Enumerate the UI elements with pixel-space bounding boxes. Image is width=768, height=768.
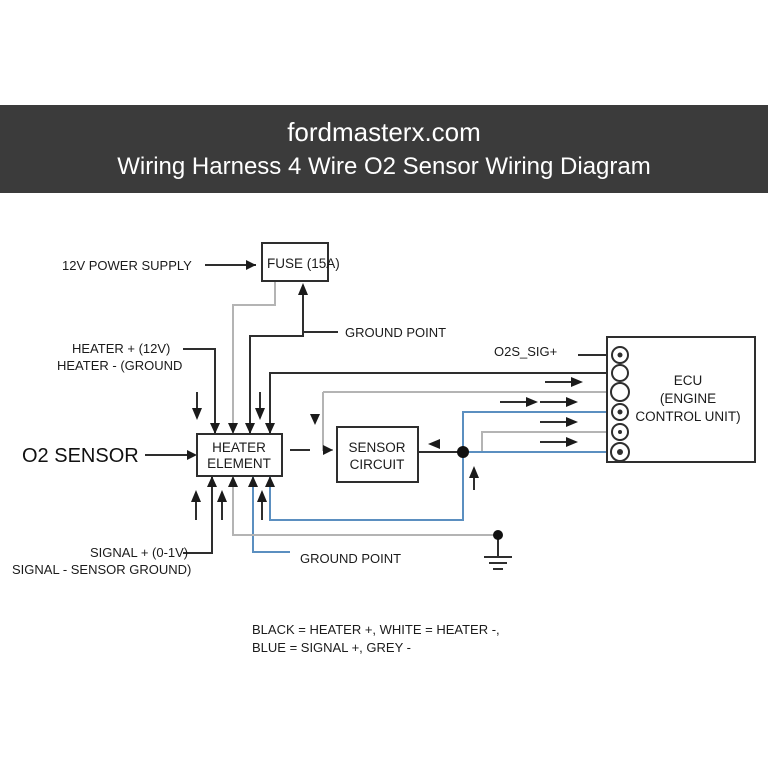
ecu-terminal-3[interactable] xyxy=(610,382,630,402)
wire-grey-to-ground-bus xyxy=(232,476,498,536)
ecu-label-line2: (ENGINE xyxy=(660,391,716,406)
arrow-black-up-into-heater xyxy=(207,476,217,487)
wire-grey-into-sensor-circuit xyxy=(322,392,333,451)
wire-heater-to-ecu-terminal2 xyxy=(269,372,607,434)
arrow-blue-up-into-heater xyxy=(265,476,275,487)
title-banner: fordmasterx.com Wiring Harness 4 Wire O2… xyxy=(0,105,768,193)
ecu-label-line1: ECU xyxy=(674,373,703,388)
ecu-box[interactable] xyxy=(606,336,756,463)
heater-element-label-line1: HEATER xyxy=(212,440,266,455)
label-heater-minus: HEATER - (GROUND xyxy=(57,358,182,373)
arrow-free-down-1 xyxy=(192,408,202,420)
label-ground-point-top: GROUND POINT xyxy=(345,325,446,340)
arrow-to-ecu-terminal4-tip xyxy=(566,397,578,407)
fuse-box[interactable] xyxy=(261,242,329,282)
sensor-circuit-label-line2: CIRCUIT xyxy=(350,457,405,472)
arrow-up-to-junction xyxy=(469,466,479,478)
arrow-heater-plus-into-heater xyxy=(210,423,220,434)
wire-heater-plus-lead xyxy=(183,348,216,434)
fuse-label: FUSE (15A) xyxy=(267,256,340,271)
arrow-to-ecu-terminal2 xyxy=(571,377,583,387)
arrow-back-to-sensor-circuit xyxy=(428,439,440,449)
wire-blue-ground-point-lead xyxy=(252,476,290,553)
wire-black-ground-to-heater xyxy=(249,332,304,434)
ecu-terminal-1-dot xyxy=(617,352,623,358)
arrow-white-into-heater xyxy=(228,423,238,434)
ecu-terminal-5-dot xyxy=(618,430,622,434)
arrow-blue-up-into-heater-3 xyxy=(248,476,258,487)
wire-signal-plus-lead xyxy=(183,476,213,554)
wire-ground-point-top xyxy=(302,290,338,333)
arrow-free-down-2 xyxy=(255,408,265,420)
arrow-to-ecu-terminal5 xyxy=(566,417,578,427)
legend-line-2: BLUE = SIGNAL +, GREY - xyxy=(252,640,411,655)
wire-blue-return-to-heater xyxy=(269,452,464,521)
ecu-terminal-4-dot xyxy=(617,409,623,415)
junction-dot xyxy=(457,446,469,458)
sensor-circuit-box[interactable] xyxy=(336,426,419,483)
label-signal-minus: SIGNAL - SENSOR GROUND) xyxy=(12,562,191,577)
wire-blue-to-ecu-terminal4 xyxy=(462,411,607,452)
ground-symbol-dot xyxy=(493,530,503,540)
arrow-into-sensor-circuit xyxy=(323,445,333,455)
sensor-circuit-label-line1: SENSOR xyxy=(348,440,405,455)
arrow-down-into-heater-4 xyxy=(265,423,275,434)
label-power-supply: 12V POWER SUPPLY xyxy=(62,258,192,273)
arrow-ground-into-fuse xyxy=(298,283,308,295)
ecu-label-line3: CONTROL UNIT) xyxy=(635,409,740,424)
wire-grey-to-ecu-terminal5 xyxy=(481,431,607,452)
arrow-black-into-heater xyxy=(245,423,255,434)
label-signal-plus: SIGNAL + (0-1V) xyxy=(90,545,188,560)
heater-element-box[interactable] xyxy=(196,433,283,477)
label-o2s-sig: O2S_SIG+ xyxy=(494,344,557,359)
arrow-grey-down xyxy=(310,414,320,425)
ecu-terminal-6-dot xyxy=(617,449,623,455)
arrow-o2-sensor-into-heater xyxy=(187,450,197,460)
arrow-to-ecu-terminal6 xyxy=(566,437,578,447)
site-name: fordmasterx.com xyxy=(287,116,481,147)
arrow-free-up-2 xyxy=(217,490,227,502)
legend-line-1: BLACK = HEATER +, WHITE = HEATER -, xyxy=(252,622,500,637)
arrow-grey-up-into-heater xyxy=(228,476,238,487)
wire-white-fuse-to-heater xyxy=(232,281,276,434)
arrow-power-into-fuse xyxy=(246,260,256,270)
label-heater-plus: HEATER + (12V) xyxy=(72,341,170,356)
page-title: Wiring Harness 4 Wire O2 Sensor Wiring D… xyxy=(117,152,651,180)
ecu-terminal-2[interactable] xyxy=(611,364,629,382)
label-ground-point-bottom: GROUND POINT xyxy=(300,551,401,566)
arrow-free-up-3 xyxy=(257,490,267,502)
arrow-free-up-1 xyxy=(191,490,201,502)
arrow-to-ecu-terminal3 xyxy=(526,397,538,407)
label-o2-sensor: O2 SENSOR xyxy=(22,445,139,467)
heater-element-label-line2: ELEMENT xyxy=(207,456,271,471)
